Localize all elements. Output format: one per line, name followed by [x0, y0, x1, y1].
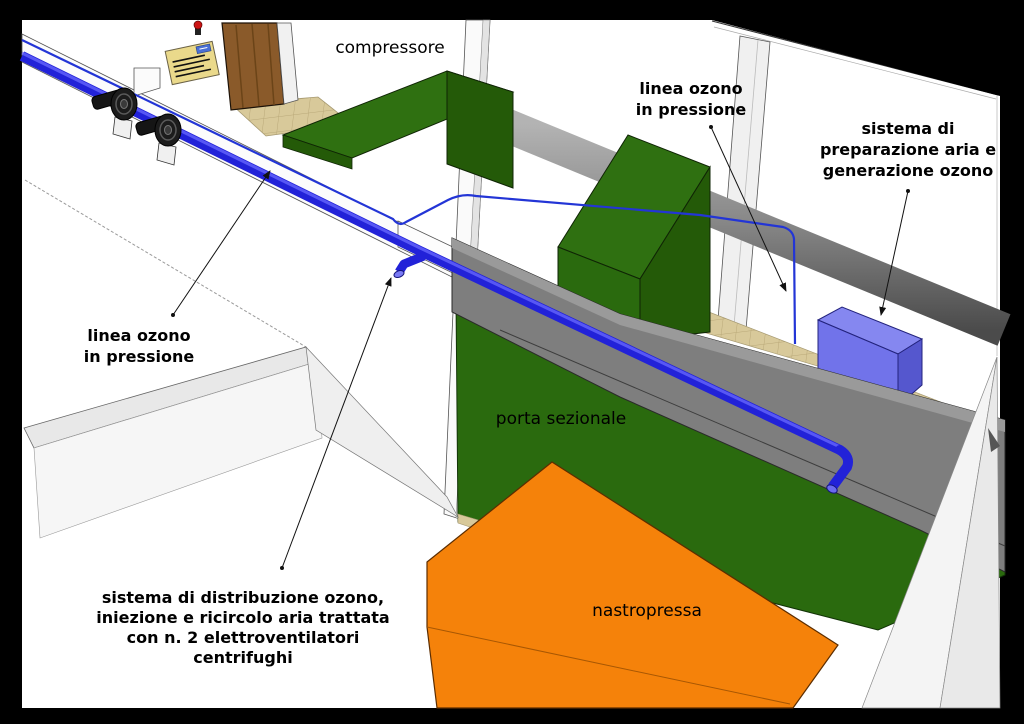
- door-grain: [235, 23, 275, 109]
- compressor-box-left: [281, 70, 515, 189]
- wall-notch-column: [133, 67, 161, 97]
- label-compressore: compressore: [335, 38, 444, 59]
- label-sistema-preparazione: sistema di preparazione aria e generazio…: [819, 119, 997, 180]
- ozone-pipe-elbow: [828, 445, 854, 491]
- alarm-light-icon: [193, 20, 203, 35]
- door-jamb: [276, 22, 299, 105]
- label-linea-ozono-right: linea ozono in pressione: [635, 79, 747, 119]
- frame-top-right: [712, 20, 1000, 96]
- label-compressore-text: compressore: [335, 38, 445, 58]
- leader-lines: [171, 125, 910, 570]
- wall-floor-edge: [24, 179, 307, 348]
- ozone-line-thin: [21, 39, 797, 345]
- warning-sign-icon: [164, 40, 220, 86]
- label-nastropressa: nastropressa: [592, 601, 702, 621]
- belt-press-box: [426, 461, 839, 709]
- compressor-room: [164, 20, 353, 137]
- label-porta-sezionale: porta sezionale: [495, 409, 627, 429]
- partition-edge: [733, 39, 759, 327]
- label-linea-ozono-left: linea ozono in pressione: [83, 326, 195, 366]
- right-wall-top-edge2: [713, 26, 997, 100]
- ozone-generator-box: [816, 306, 924, 408]
- low-walls: [23, 345, 459, 539]
- ozone-pipe-branch: [395, 251, 426, 275]
- label-sistema-distribuzione: sistema di distribuzione ozono, iniezion…: [96, 588, 390, 667]
- centrifugal-fan-icon: [91, 87, 138, 140]
- near-wall-wedges: [861, 356, 1001, 709]
- centrifugal-fan-icon: [135, 113, 182, 166]
